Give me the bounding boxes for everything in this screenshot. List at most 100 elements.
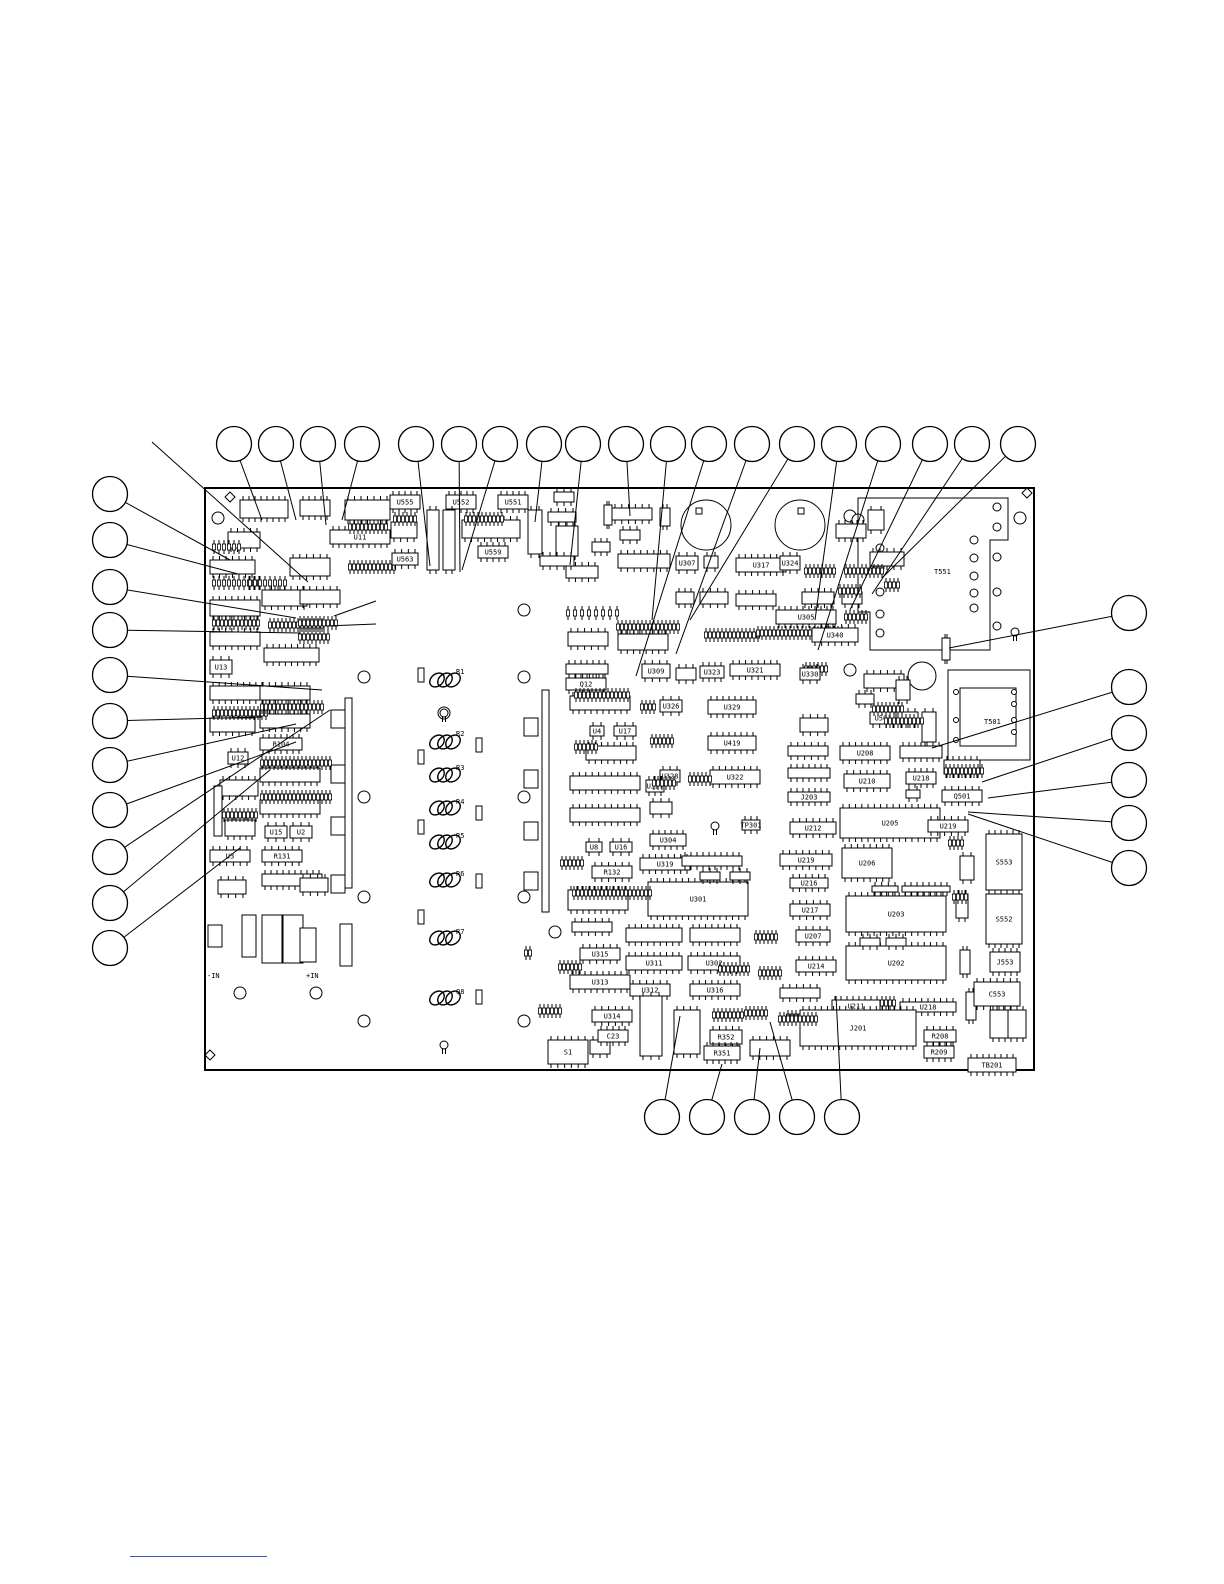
transistor-loop xyxy=(445,834,461,850)
ic-body xyxy=(585,841,603,853)
ic-footprint: U13 xyxy=(209,656,233,678)
stub-body xyxy=(876,705,881,713)
ic-footprint: C23 xyxy=(597,1026,629,1046)
callout-circle xyxy=(607,425,645,463)
ic-body xyxy=(789,877,829,889)
stub-body xyxy=(798,1015,803,1023)
ic-body xyxy=(619,529,641,541)
component-label: U309 xyxy=(648,668,665,676)
stub-body xyxy=(303,793,308,801)
ic-footprint xyxy=(299,874,329,896)
ic-body xyxy=(442,509,456,571)
leader-line xyxy=(814,443,840,621)
stub-body xyxy=(774,933,779,941)
transistor-loop xyxy=(445,767,461,783)
stub-body xyxy=(754,933,759,941)
stub-body xyxy=(808,629,813,637)
leader-line xyxy=(333,600,377,617)
ic-body xyxy=(959,855,975,881)
stub-body xyxy=(640,703,645,711)
stub-body xyxy=(600,889,605,897)
ic-footprint: U301 xyxy=(647,878,749,920)
stub-body xyxy=(888,717,893,725)
capacitor-c501 xyxy=(907,661,937,691)
transistor-label: R3 xyxy=(456,764,464,772)
ic-footprint: U219 xyxy=(927,816,969,836)
callout-leader-lines xyxy=(109,441,1130,1118)
component-label: U11 xyxy=(354,534,367,542)
transformer-pin xyxy=(992,587,1002,597)
stub-body xyxy=(574,691,579,699)
ic-body xyxy=(603,504,613,526)
stub-body xyxy=(852,613,857,621)
ic-body xyxy=(795,959,837,973)
stub-body xyxy=(856,613,861,621)
callout-circle xyxy=(91,611,129,649)
stub-body xyxy=(704,775,709,783)
stub-body xyxy=(850,587,855,595)
ic-footprint xyxy=(639,992,663,1060)
resistor-vertical xyxy=(475,737,483,753)
component-label: U210 xyxy=(859,778,876,786)
stub-body xyxy=(662,737,667,745)
ic-footprint: U212 xyxy=(789,818,837,838)
stub-body xyxy=(291,793,296,801)
stub-body xyxy=(884,705,889,713)
ic-body xyxy=(567,631,609,647)
ic-body xyxy=(729,871,751,881)
stub-body xyxy=(812,567,817,575)
ic-footprint xyxy=(555,522,579,560)
stub-body xyxy=(315,793,320,801)
stub-body xyxy=(262,579,267,587)
stub-body xyxy=(271,759,276,767)
keyhole-slot xyxy=(710,821,720,835)
callout-circle xyxy=(564,425,602,463)
stub-body xyxy=(976,767,981,775)
ic-footprint: R132 xyxy=(591,862,633,882)
stub-body xyxy=(872,567,877,575)
ic-footprint: U563 xyxy=(391,549,419,569)
leader-line xyxy=(109,629,301,634)
ic-footprint xyxy=(703,552,719,572)
stub-body xyxy=(221,543,226,551)
stub-body xyxy=(708,631,713,639)
stub-body xyxy=(846,587,851,595)
component-label: U15 xyxy=(270,829,283,837)
ic-footprint xyxy=(675,588,695,608)
ic-footprint xyxy=(859,934,881,950)
stub-body xyxy=(247,619,252,627)
callout-circle xyxy=(397,425,435,463)
callout-circle xyxy=(999,425,1037,463)
stub-body xyxy=(267,793,272,801)
ic-footprint xyxy=(895,676,911,704)
stub-body xyxy=(243,619,248,627)
stub-body xyxy=(283,759,288,767)
stub-body xyxy=(740,1011,745,1019)
ic-footprint: U307 xyxy=(675,552,699,574)
stub-body xyxy=(578,743,583,751)
stub-body xyxy=(756,1009,761,1017)
ic-body xyxy=(901,885,951,893)
stub-body xyxy=(616,889,621,897)
stub-body xyxy=(483,515,488,523)
power-transistor xyxy=(429,990,461,1006)
component-label: U219 xyxy=(798,857,815,865)
stub-body xyxy=(580,609,585,617)
ic-footprint: U219 xyxy=(779,850,833,870)
stub-body xyxy=(347,563,352,571)
stub-body xyxy=(952,839,957,847)
stub-body xyxy=(221,579,226,587)
transformer-pin xyxy=(992,552,1002,562)
component-label: R352 xyxy=(718,1034,735,1042)
component-label: U313 xyxy=(592,979,609,987)
stub-body xyxy=(790,1015,795,1023)
stub-body xyxy=(267,703,272,711)
ic-body xyxy=(611,507,653,521)
stub-body xyxy=(247,709,252,717)
ic-body xyxy=(565,663,609,675)
component-stubs xyxy=(884,714,925,728)
stub-body xyxy=(236,579,241,587)
component-stubs xyxy=(688,772,713,786)
heatsink-rail-left xyxy=(344,697,353,889)
